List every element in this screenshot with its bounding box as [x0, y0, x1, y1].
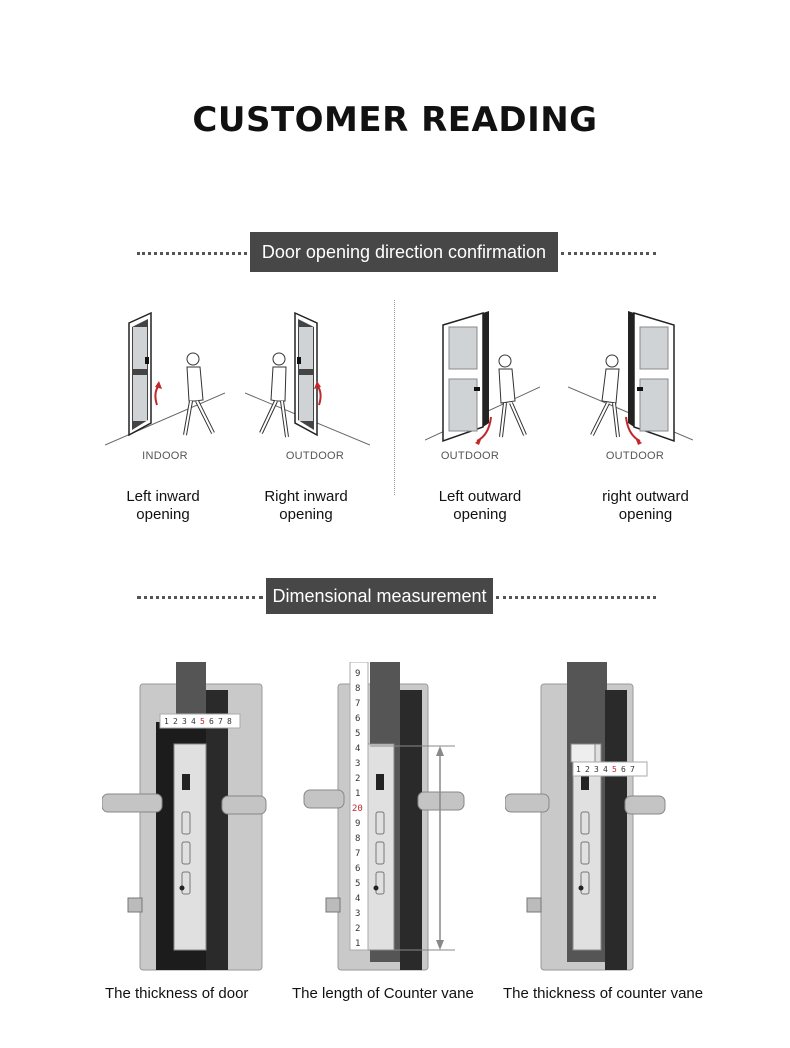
caption-counter-vane-length: The length of Counter vane — [292, 985, 474, 1002]
door-figure-right-outward — [568, 305, 693, 450]
lock-counter-vane-length-illustration: 9 8 7 6 5 4 3 2 1 20 9 8 7 6 5 4 3 2 1 — [303, 661, 465, 971]
door-type-label-2-line1: Right inward — [264, 488, 348, 505]
ruler-vertical-2: 9 8 7 6 5 4 3 2 1 20 9 8 7 6 5 4 3 2 1 — [352, 669, 363, 949]
section-header-dimensional: Dimensional measurement — [0, 578, 790, 614]
door-right-inward-illustration — [245, 311, 370, 446]
door-left-inward-illustration — [105, 311, 225, 446]
dotted-rule-right-2 — [496, 596, 656, 599]
svg-text:4: 4 — [191, 717, 196, 726]
door-type-label-3-line1: Left outward — [438, 488, 522, 505]
svg-text:3: 3 — [182, 717, 187, 726]
door-side-label-2: OUTDOOR — [285, 450, 345, 462]
svg-text:3: 3 — [355, 909, 360, 919]
door-side-label-3: OUTDOOR — [440, 450, 500, 462]
page-title: CUSTOMER READING — [192, 100, 598, 140]
svg-text:8: 8 — [355, 834, 360, 844]
door-type-label-1-line2: opening — [136, 506, 190, 523]
svg-text:2: 2 — [355, 774, 360, 784]
svg-text:5: 5 — [355, 729, 360, 739]
section-header-door-direction: Door opening direction confirmation — [0, 232, 790, 272]
svg-text:3: 3 — [594, 765, 599, 774]
svg-text:3: 3 — [355, 759, 360, 769]
door-side-label-4: OUTDOOR — [605, 450, 665, 462]
door-type-label-3-line2: opening — [453, 506, 507, 523]
svg-text:1: 1 — [355, 789, 360, 799]
svg-text:1: 1 — [576, 765, 581, 774]
svg-text:4: 4 — [355, 744, 360, 754]
lock-figure-counter-vane-length: 9 8 7 6 5 4 3 2 1 20 9 8 7 6 5 4 3 2 1 — [300, 661, 470, 977]
svg-text:2: 2 — [173, 717, 178, 726]
svg-text:7: 7 — [355, 849, 360, 859]
door-figure-right-inward — [245, 305, 370, 450]
door-figure-left-inward — [105, 305, 225, 450]
svg-text:5: 5 — [355, 879, 360, 889]
svg-text:5: 5 — [612, 765, 617, 774]
svg-text:20: 20 — [352, 804, 363, 814]
svg-text:9: 9 — [355, 819, 360, 829]
svg-text:2: 2 — [355, 924, 360, 934]
door-type-label-3: Left outward opening — [425, 488, 535, 524]
door-side-label-1: INDOOR — [142, 450, 188, 462]
door-type-label-4-line2: opening — [618, 506, 673, 523]
door-type-label-4-line1: right outward — [602, 488, 689, 505]
caption-door-thickness: The thickness of door — [105, 985, 249, 1002]
svg-text:9: 9 — [355, 669, 360, 679]
svg-text:7: 7 — [355, 699, 360, 709]
svg-text:7: 7 — [218, 717, 223, 726]
caption-counter-vane-thickness: The thickness of counter vane — [503, 985, 704, 1002]
door-type-label-2: Right inward opening — [250, 488, 362, 524]
svg-text:8: 8 — [355, 684, 360, 694]
section-title-door-direction: Door opening direction confirmation — [250, 232, 558, 272]
svg-text:6: 6 — [621, 765, 626, 774]
svg-text:1: 1 — [355, 939, 360, 949]
svg-text:1: 1 — [164, 717, 169, 726]
dotted-rule-left-2 — [137, 596, 263, 599]
vertical-divider — [394, 300, 395, 495]
dotted-rule-left — [137, 252, 247, 255]
door-left-outward-illustration — [425, 311, 540, 445]
svg-text:4: 4 — [603, 765, 608, 774]
svg-text:8: 8 — [227, 717, 232, 726]
door-type-label-1: Left inward opening — [108, 488, 218, 524]
door-type-label-4: right outward opening — [588, 488, 703, 524]
door-right-outward-illustration — [568, 311, 693, 445]
svg-text:6: 6 — [209, 717, 214, 726]
svg-text:5: 5 — [200, 717, 205, 726]
svg-text:4: 4 — [355, 894, 360, 904]
section-title-dimensional: Dimensional measurement — [266, 578, 493, 614]
door-type-label-2-line2: opening — [279, 506, 333, 523]
svg-text:6: 6 — [355, 714, 360, 724]
door-figure-left-outward — [425, 305, 540, 450]
svg-text:6: 6 — [355, 864, 360, 874]
svg-text:2: 2 — [585, 765, 590, 774]
dotted-rule-right — [561, 252, 656, 255]
door-type-label-1-line1: Left inward — [126, 488, 200, 505]
svg-text:7: 7 — [630, 765, 635, 774]
